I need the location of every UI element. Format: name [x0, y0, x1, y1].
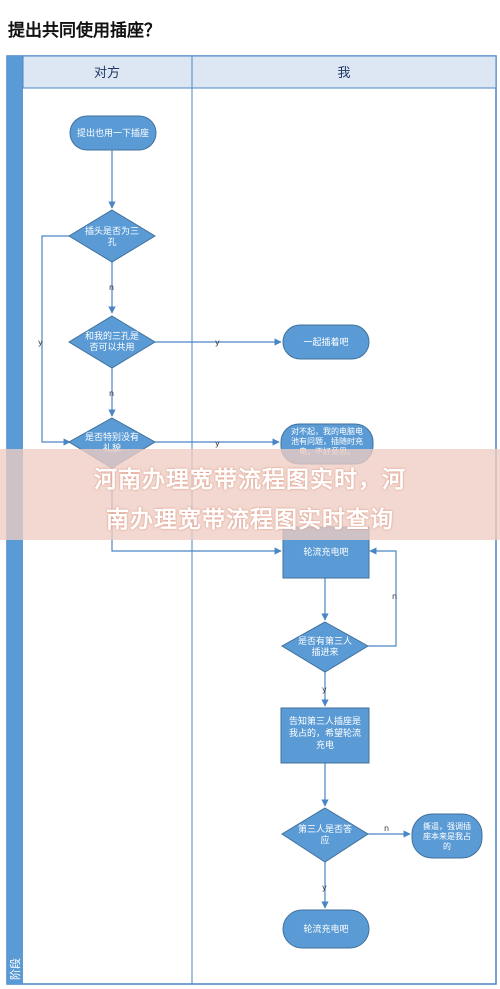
node-explain-line1: 撕逼，强调插	[423, 821, 471, 831]
svg-text:和我的三孔是否可以共用: 和我的三孔是否可以共用	[85, 330, 139, 353]
decision-third-agrees	[281, 807, 369, 863]
edge-label-y: y	[215, 439, 220, 448]
edge-label-y: y	[215, 338, 220, 347]
node-tell-third-line1: 告知第三人插座是	[289, 715, 361, 727]
svg-text:告知第三人插座是我占的，希望轮流充电: 告知第三人插座是我占的，希望轮流充电	[289, 715, 361, 751]
decision-third-person-line1: 是否有第三人	[298, 635, 352, 647]
node-tell-third	[280, 707, 370, 764]
connectors	[41, 150, 411, 909]
edge-label-n: n	[384, 824, 389, 833]
edge-label-n: n	[109, 389, 114, 398]
node-sorry-line2: 池有问题，插随时充	[291, 436, 363, 446]
decision-three-prong-line1: 插头是否为三	[85, 225, 139, 237]
node-explain-line2: 座本来是我占	[423, 831, 471, 841]
node-explain	[411, 813, 483, 859]
watermark-line-2: 南办理宽带流程图实时查询	[106, 507, 394, 533]
node-take-turns-end-label: 轮流充电吧	[303, 923, 348, 935]
svg-text:插头是否为三孔: 插头是否为三孔	[85, 225, 139, 248]
lane-header-right	[191, 55, 497, 89]
node-take-turns-end	[282, 909, 370, 949]
decision-shareable	[68, 315, 156, 369]
node-sorry-line1: 对不起，我的电脑电	[291, 426, 363, 436]
lane-label-opponent: 对方	[94, 65, 120, 81]
node-explain-line3: 的	[443, 841, 451, 851]
node-tell-third-line2: 我占的，希望轮流	[289, 727, 361, 739]
edge-label-n: n	[109, 283, 114, 292]
node-start	[69, 115, 157, 151]
edge-label-y: y	[322, 685, 327, 694]
watermark-line-1: 河南办理宽带流程图实时，河	[94, 467, 406, 493]
decision-three-prong	[68, 209, 156, 263]
svg-text:是否有第三人插进来: 是否有第三人插进来	[298, 635, 352, 658]
phase-label: 阶段	[8, 958, 22, 980]
decision-rude-line1: 是否特别没有	[85, 431, 139, 443]
node-together-label: 一起插着吧	[303, 336, 348, 348]
svg-text:撕逼，强调插座本来是我占的: 撕逼，强调插座本来是我占的	[423, 821, 471, 851]
decision-shareable-line1: 和我的三孔是	[85, 330, 139, 342]
decision-shareable-line2: 否可以共用	[89, 342, 134, 353]
node-take-turns-label: 轮流充电吧	[303, 546, 348, 558]
edge-d4-loop	[368, 547, 397, 647]
node-together	[282, 324, 370, 360]
node-start-label: 提出也用一下插座	[77, 127, 149, 139]
svg-text:第三人是否答应: 第三人是否答应	[298, 823, 352, 846]
watermark-banner	[0, 449, 500, 540]
decision-three-prong-line2: 孔	[107, 237, 116, 248]
decision-third-agrees-line1: 第三人是否答	[298, 823, 352, 835]
page-title: 提出共同使用插座？	[8, 21, 161, 41]
lane-label-me: 我	[337, 66, 350, 81]
edge-d1-yes	[41, 235, 71, 446]
decision-third-agrees-line2: 应	[320, 834, 329, 846]
edge-label-n: n	[392, 592, 397, 601]
node-tell-third-line3: 充电	[316, 739, 334, 751]
decision-third-person-line2: 插进来	[311, 646, 338, 658]
edge-label-y: y	[38, 338, 43, 347]
decision-third-person	[281, 621, 369, 673]
edge-label-y: y	[322, 883, 327, 892]
